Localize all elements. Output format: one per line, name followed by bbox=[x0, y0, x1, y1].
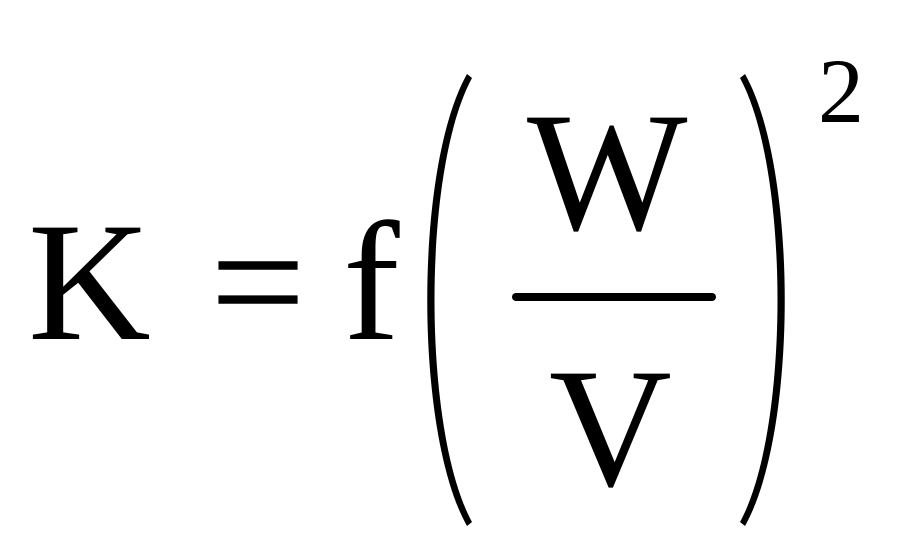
equals-sign: = bbox=[210, 188, 306, 376]
function-symbol: f bbox=[343, 188, 400, 376]
right-parenthesis bbox=[740, 74, 785, 526]
lhs-variable: K bbox=[28, 188, 151, 376]
fraction-denominator: V bbox=[549, 334, 672, 522]
fraction-bar bbox=[512, 293, 716, 301]
left-parenthesis bbox=[427, 74, 472, 526]
exponent: 2 bbox=[818, 40, 864, 142]
fraction-numerator: W bbox=[527, 78, 688, 266]
